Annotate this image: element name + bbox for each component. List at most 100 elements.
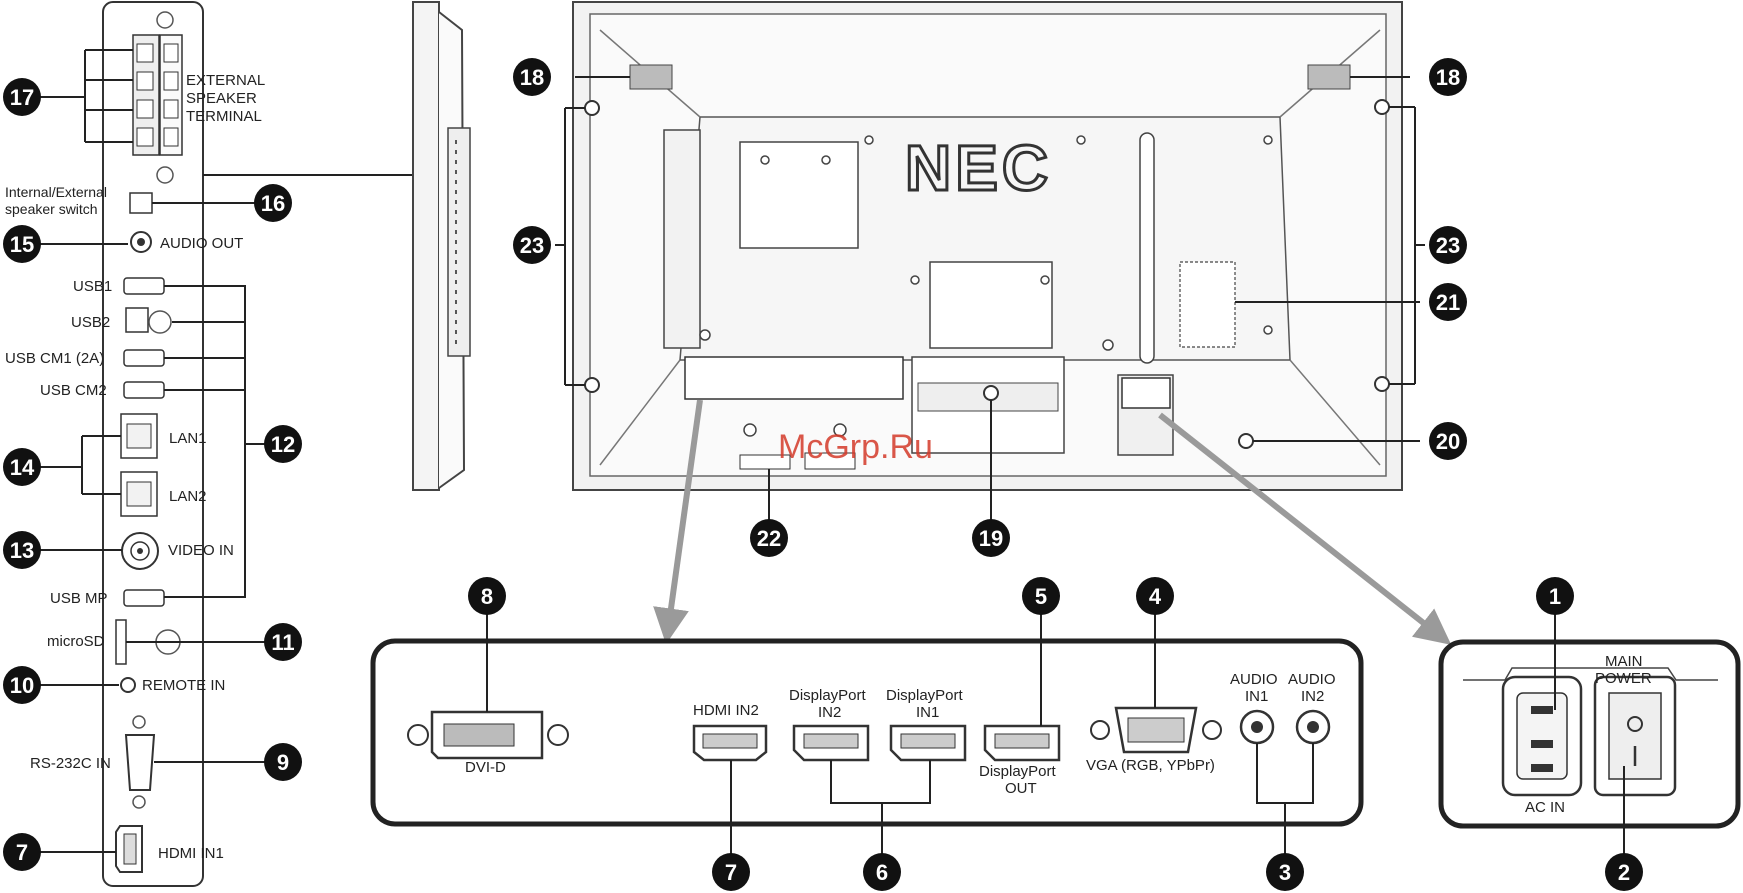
svg-text:10: 10 — [10, 673, 34, 698]
svg-text:18: 18 — [1436, 65, 1460, 90]
callout-22: 22 — [750, 519, 788, 557]
video-in-jack[interactable] — [121, 532, 159, 570]
rs232c-port[interactable] — [124, 715, 156, 809]
svg-text:5: 5 — [1035, 584, 1047, 609]
bottom-callout-lines — [486, 614, 1314, 856]
displayport-in2-label-2: IN2 — [818, 704, 841, 721]
callout-18-right: 18 — [1429, 58, 1467, 96]
usb1-label: USB1 — [73, 278, 112, 295]
usb-mp-port[interactable] — [123, 589, 165, 607]
remote-in-jack[interactable] — [120, 677, 136, 693]
svg-text:8: 8 — [481, 584, 493, 609]
svg-text:13: 13 — [10, 538, 34, 563]
callout-13: 13 — [3, 531, 41, 569]
lan1-port[interactable] — [120, 413, 158, 459]
svg-text:3: 3 — [1279, 860, 1291, 885]
vga-label: VGA (RGB, YPbPr) — [1086, 757, 1215, 774]
displayport-in1-label-1: DisplayPort — [886, 687, 964, 704]
svg-text:17: 17 — [10, 85, 34, 110]
usb-mp-label: USB MP — [50, 590, 108, 607]
video-in-label: VIDEO IN — [168, 542, 234, 559]
svg-text:20: 20 — [1436, 429, 1460, 454]
ir-sensor-area — [739, 454, 791, 470]
audio-in2-jack[interactable] — [1295, 709, 1331, 745]
callout-8: 8 — [468, 577, 506, 615]
usb-cm1-label: USB CM1 (2A) — [5, 350, 104, 367]
handle-hole-bottom-left — [584, 377, 600, 393]
svg-text:23: 23 — [520, 233, 544, 258]
power-panel: MAIN POWER AC IN — [1438, 639, 1741, 829]
displayport-in1-label-2: IN1 — [916, 704, 939, 721]
speaker-switch[interactable] — [129, 192, 153, 214]
svg-text:16: 16 — [261, 191, 285, 216]
audio-in2-label-1: AUDIO — [1288, 671, 1336, 688]
hdmi-in1-label: HDMI IN1 — [158, 845, 224, 862]
monitor-side-profile — [412, 1, 471, 491]
usb-cm1-port[interactable] — [123, 349, 165, 367]
dvi-d-port[interactable] — [407, 710, 569, 760]
svg-text:21: 21 — [1436, 290, 1460, 315]
lan2-port[interactable] — [120, 471, 158, 517]
external-speaker-label-3: TERMINAL — [186, 108, 262, 125]
audio-out-label: AUDIO OUT — [160, 235, 243, 252]
power-callout-lines — [1554, 614, 1625, 856]
svg-text:4: 4 — [1149, 584, 1162, 609]
displayport-in1-port[interactable] — [889, 724, 967, 762]
svg-text:18: 18 — [520, 65, 544, 90]
callout-17: 17 — [3, 78, 41, 116]
svg-text:9: 9 — [277, 750, 289, 775]
speaker-switch-label-2: speaker switch — [5, 201, 98, 217]
callout-23-left: 23 — [513, 226, 551, 264]
microsd-slot[interactable] — [115, 619, 127, 665]
ac-inlet-rear — [1121, 377, 1171, 409]
main-power-label-2: POWER — [1595, 670, 1652, 687]
callout-20: 20 — [1429, 422, 1467, 460]
svg-text:2: 2 — [1618, 860, 1630, 885]
bottom-terminal-panel: DVI-D HDMI IN2 DisplayPort IN2 DisplayPo… — [370, 638, 1364, 827]
callout-7-bottom: 7 — [712, 853, 750, 891]
hdmi-in2-port[interactable] — [692, 724, 768, 762]
audio-in1-label-1: AUDIO — [1230, 671, 1278, 688]
main-power-switch[interactable] — [1593, 675, 1677, 797]
callout-16: 16 — [254, 184, 292, 222]
callout-4: 4 — [1136, 577, 1174, 615]
hdmi-in1-port[interactable] — [115, 825, 143, 873]
svg-text:7: 7 — [16, 840, 28, 865]
right-speaker-grille — [1307, 64, 1351, 90]
callout-11: 11 — [264, 623, 302, 661]
usb-cm2-port[interactable] — [123, 381, 165, 399]
svg-text:11: 11 — [271, 630, 294, 655]
callout-9: 9 — [264, 743, 302, 781]
watermark: McGrp.Ru — [778, 428, 933, 466]
usb2-port[interactable] — [125, 307, 149, 333]
svg-text:23: 23 — [1436, 233, 1460, 258]
handle-hole-bottom-right — [1374, 376, 1390, 392]
callout-5: 5 — [1022, 577, 1060, 615]
ac-inlet[interactable] — [1501, 675, 1583, 797]
audio-out-jack[interactable] — [130, 231, 152, 253]
ac-in-label: AC IN — [1525, 799, 1565, 816]
external-speaker-terminals[interactable] — [132, 34, 183, 156]
callout-19: 19 — [972, 519, 1010, 557]
displayport-out-port[interactable] — [983, 724, 1061, 762]
speaker-switch-label-1: Internal/External — [5, 184, 107, 200]
callout-2: 2 — [1605, 853, 1643, 891]
svg-text:15: 15 — [10, 232, 34, 257]
displayport-in2-port[interactable] — [792, 724, 870, 762]
usb1-port[interactable] — [123, 277, 165, 295]
callout-15: 15 — [3, 225, 41, 263]
external-speaker-label-2: SPEAKER — [186, 90, 257, 107]
displayport-out-label-2: OUT — [1005, 780, 1037, 797]
svg-text:19: 19 — [979, 526, 1003, 551]
displayport-in2-label-1: DisplayPort — [789, 687, 867, 704]
audio-in1-label-2: IN1 — [1245, 688, 1268, 705]
microsd-label: microSD — [47, 633, 105, 650]
lan1-label: LAN1 — [169, 430, 207, 447]
vga-port[interactable] — [1090, 706, 1222, 754]
left-callout-lines — [40, 49, 450, 853]
option-slot-screw — [983, 385, 999, 401]
bottom-terminal-area — [684, 356, 904, 400]
external-speaker-label-1: EXTERNAL — [186, 72, 265, 89]
audio-in1-jack[interactable] — [1239, 709, 1275, 745]
